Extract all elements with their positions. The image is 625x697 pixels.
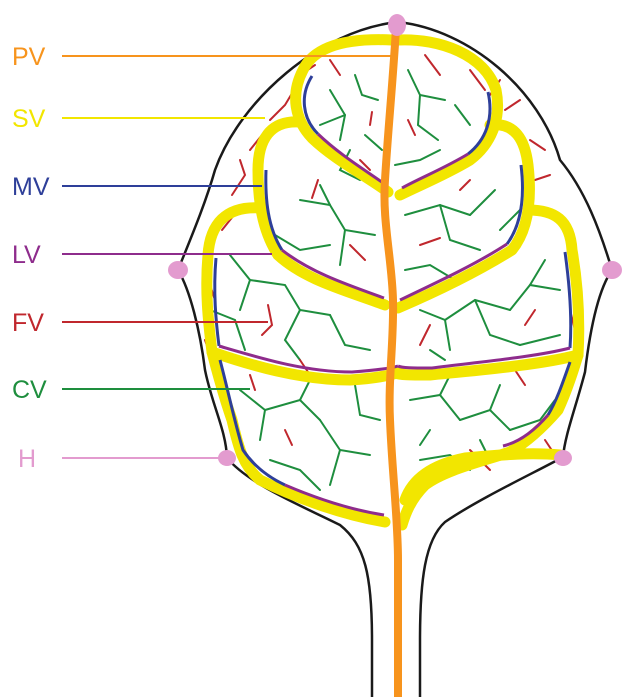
legend-label-lv: LV bbox=[12, 241, 41, 269]
legend-label-pv: PV bbox=[12, 43, 46, 71]
legend-label-cv: CV bbox=[12, 376, 47, 404]
hydathode-right-upper bbox=[602, 261, 622, 279]
hydathode-left-lower bbox=[218, 450, 236, 466]
legend-label-mv: MV bbox=[12, 173, 50, 201]
legend-label-fv: FV bbox=[12, 309, 44, 337]
hydathode-apex bbox=[388, 14, 406, 36]
hydathode-right-lower bbox=[554, 450, 572, 466]
legend: PV SV MV LV FV CV H bbox=[12, 43, 50, 473]
legend-label-h: H bbox=[18, 445, 36, 473]
primary-vein bbox=[384, 28, 398, 697]
hydathode-left-upper bbox=[168, 261, 188, 279]
legend-label-sv: SV bbox=[12, 105, 46, 133]
